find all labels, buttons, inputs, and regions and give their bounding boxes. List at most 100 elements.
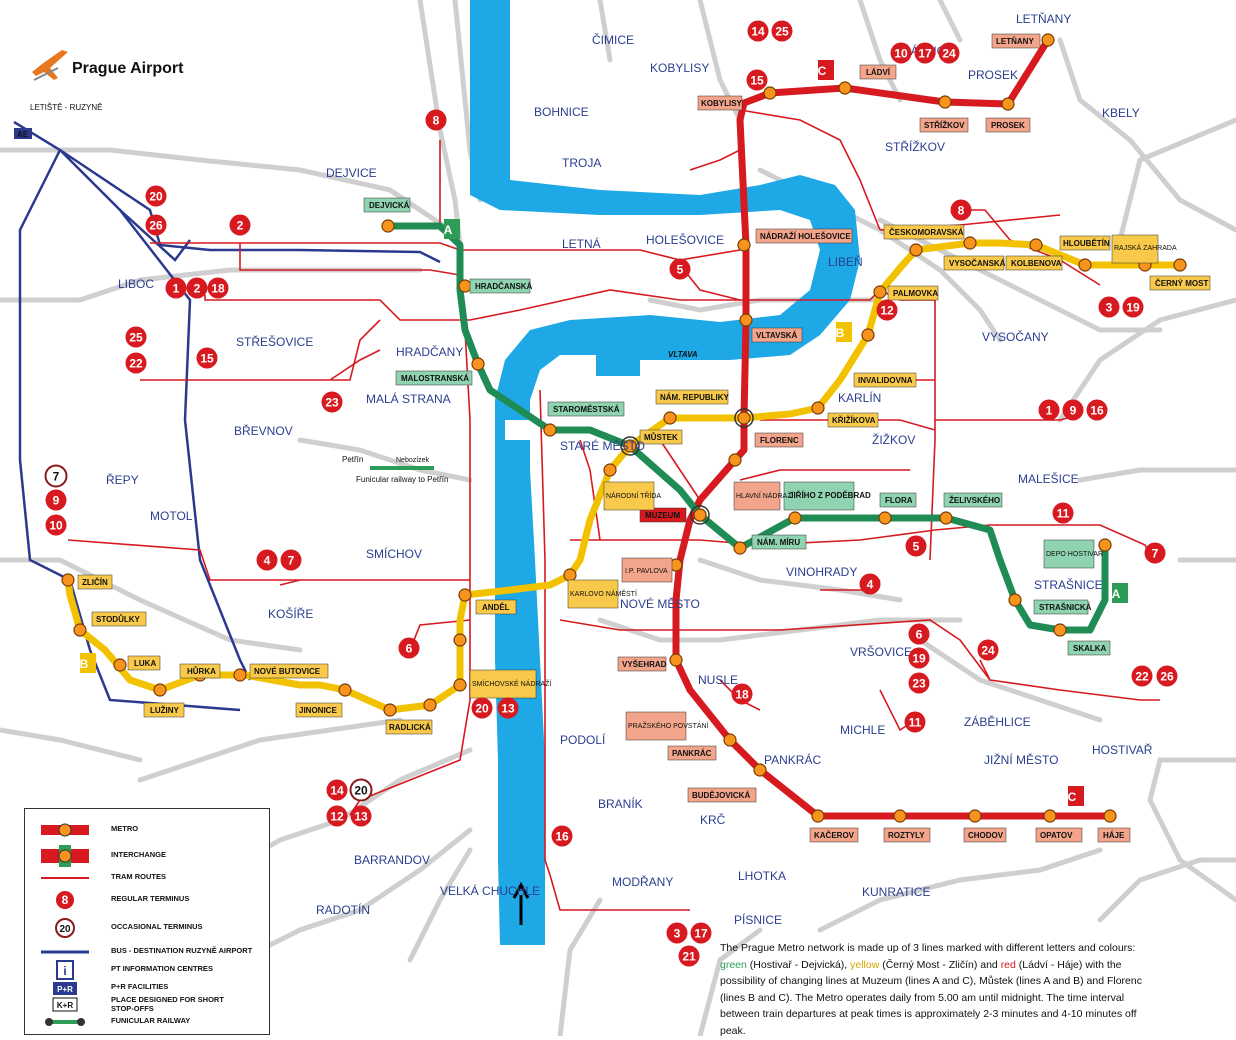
tram-terminus-badge[interactable]: 20 (471, 697, 493, 719)
tram-terminus-badge[interactable]: 24 (938, 42, 960, 64)
tram-terminus-badge[interactable]: 18 (731, 683, 753, 705)
station-rajska-zahrada[interactable]: RAJSKÁ ZAHRADA (1114, 243, 1177, 252)
tram-terminus-badge[interactable]: 5 (669, 258, 691, 280)
metro-station-dot[interactable] (1098, 538, 1112, 552)
tram-terminus-badge[interactable]: 23 (908, 672, 930, 694)
metro-station-dot[interactable] (61, 573, 75, 587)
station-muzeum[interactable]: MUZEUM (645, 511, 680, 520)
metro-station-dot[interactable] (663, 411, 677, 425)
tram-terminus-badge[interactable]: 6 (398, 637, 420, 659)
station-skalka[interactable]: SKALKA (1073, 644, 1107, 653)
station-haje[interactable]: HÁJE (1103, 831, 1125, 840)
tram-terminus-badge[interactable]: 1 (165, 277, 187, 299)
station-nove-butovice[interactable]: NOVÉ BUTOVICE (254, 667, 321, 676)
metro-station-dot[interactable] (733, 541, 747, 555)
metro-station-dot[interactable] (1078, 258, 1092, 272)
tram-terminus-badge[interactable]: 7 (1144, 542, 1166, 564)
metro-station-dot[interactable] (1029, 238, 1043, 252)
tram-terminus-badge[interactable]: 24 (977, 639, 999, 661)
station-palmovka[interactable]: PALMOVKA (893, 289, 938, 298)
station-ceskomoravska[interactable]: ČESKOMORAVSKÁ (889, 228, 964, 237)
metro-station-dot[interactable] (1173, 258, 1187, 272)
station-malostranska[interactable]: MALOSTRANSKÁ (401, 374, 469, 383)
tram-terminus-badge[interactable]: 8 (425, 109, 447, 131)
tram-terminus-badge[interactable]: 7 (280, 549, 302, 571)
tram-terminus-badge[interactable]: 17 (914, 42, 936, 64)
metro-station-dot[interactable] (1043, 809, 1057, 823)
station-narodni-trida[interactable]: NÁRODNÍ TŘÍDA (606, 491, 661, 500)
metro-station-dot[interactable] (737, 238, 751, 252)
tram-terminus-badge[interactable]: 11 (904, 711, 926, 733)
tram-terminus-badge[interactable]: 11 (1052, 502, 1074, 524)
station-hlavni-nadrazi[interactable]: HLAVNÍ NÁDRAŽÍ (736, 491, 793, 500)
station-dejvicka[interactable]: DEJVICKÁ (369, 201, 410, 210)
station-karlovo-namesti[interactable]: KARLOVO NÁMĚSTÍ (570, 589, 637, 598)
tram-terminus-badge[interactable]: 6 (908, 623, 930, 645)
tram-terminus-badge[interactable]: 9 (1062, 399, 1084, 421)
tram-terminus-badge[interactable]: 12 (326, 805, 348, 827)
station-invalidovna[interactable]: INVALIDOVNA (858, 376, 913, 385)
tram-terminus-badge[interactable]: 16 (1086, 399, 1108, 421)
station-vysocanska[interactable]: VYSOČANSKÁ (949, 259, 1006, 268)
station-kolbenova[interactable]: KOLBENOVA (1011, 259, 1062, 268)
metro-station-dot[interactable] (458, 279, 472, 293)
metro-station-dot[interactable] (788, 511, 802, 525)
tram-terminus-badge[interactable]: 25 (771, 20, 793, 42)
station-ip-pavlova[interactable]: I.P. PAVLOVA (625, 568, 668, 575)
station-nam-republiky[interactable]: NÁM. REPUBLIKY (660, 393, 730, 402)
station-stodulky[interactable]: STODŮLKY (96, 614, 141, 624)
station-prosek[interactable]: PROSEK (991, 121, 1025, 130)
tram-terminus-badge[interactable]: 18 (207, 277, 229, 299)
tram-terminus-badge[interactable]: 17 (690, 922, 712, 944)
station-smichovske-nadrazi[interactable]: SMÍCHOVSKÉ NÁDRAŽÍ (472, 679, 551, 688)
station-chodov[interactable]: CHODOV (968, 831, 1004, 840)
station-kobylisy[interactable]: KOBYLISY (701, 99, 743, 108)
occasional-terminus-badge[interactable]: 7 (44, 464, 68, 488)
metro-station-dot[interactable] (737, 411, 751, 425)
tram-terminus-badge[interactable]: 4 (859, 573, 881, 595)
tram-terminus-badge[interactable]: 26 (145, 214, 167, 236)
station-hloubetin[interactable]: HLOUBĚTÍN (1063, 239, 1110, 248)
metro-station-dot[interactable] (861, 328, 875, 342)
tram-terminus-badge[interactable]: 25 (125, 326, 147, 348)
station-vltavska[interactable]: VLTAVSKÁ (756, 331, 798, 340)
station-andel[interactable]: ANDĚL (482, 603, 510, 612)
metro-station-dot[interactable] (669, 653, 683, 667)
metro-station-dot[interactable] (381, 219, 395, 233)
metro-station-dot[interactable] (728, 453, 742, 467)
tram-terminus-badge[interactable]: 1 (1038, 399, 1060, 421)
station-strizkov[interactable]: STŘÍŽKOV (924, 121, 965, 130)
station-nadrazi-holesovice[interactable]: NÁDRAŽÍ HOLEŠOVICE (760, 232, 851, 241)
tram-terminus-badge[interactable]: 15 (196, 347, 218, 369)
station-strasnicka[interactable]: STRAŠNICKÁ (1039, 603, 1092, 612)
tram-terminus-badge[interactable]: 14 (747, 20, 769, 42)
metro-station-dot[interactable] (811, 809, 825, 823)
metro-station-dot[interactable] (233, 668, 247, 682)
tram-terminus-badge[interactable]: 19 (1122, 296, 1144, 318)
tram-terminus-badge[interactable]: 10 (890, 42, 912, 64)
occasional-terminus-badge[interactable]: 20 (349, 778, 373, 802)
metro-station-dot[interactable] (938, 95, 952, 109)
station-letnany[interactable]: LETŇANY (996, 37, 1034, 46)
metro-station-dot[interactable] (1041, 33, 1055, 47)
metro-station-dot[interactable] (73, 623, 87, 637)
metro-station-dot[interactable] (811, 401, 825, 415)
metro-station-dot[interactable] (423, 698, 437, 712)
tram-terminus-badge[interactable]: 10 (45, 514, 67, 536)
tram-terminus-badge[interactable]: 3 (666, 922, 688, 944)
station-florenc[interactable]: FLORENC (760, 436, 799, 445)
metro-station-dot[interactable] (113, 658, 127, 672)
metro-station-dot[interactable] (563, 568, 577, 582)
tram-terminus-badge[interactable]: 21 (678, 945, 700, 967)
metro-station-dot[interactable] (383, 703, 397, 717)
tram-terminus-badge[interactable]: 22 (125, 352, 147, 374)
station-jiriho[interactable]: JIŘÍHO Z PODĚBRAD (789, 491, 871, 500)
station-luziny[interactable]: LUŽINY (150, 706, 180, 715)
metro-station-dot[interactable] (458, 588, 472, 602)
metro-station-dot[interactable] (1103, 809, 1117, 823)
metro-station-dot[interactable] (693, 508, 707, 522)
tram-terminus-badge[interactable]: 12 (876, 299, 898, 321)
station-roztyly[interactable]: ROZTYLY (888, 831, 925, 840)
tram-terminus-badge[interactable]: 13 (497, 697, 519, 719)
tram-terminus-badge[interactable]: 13 (350, 805, 372, 827)
